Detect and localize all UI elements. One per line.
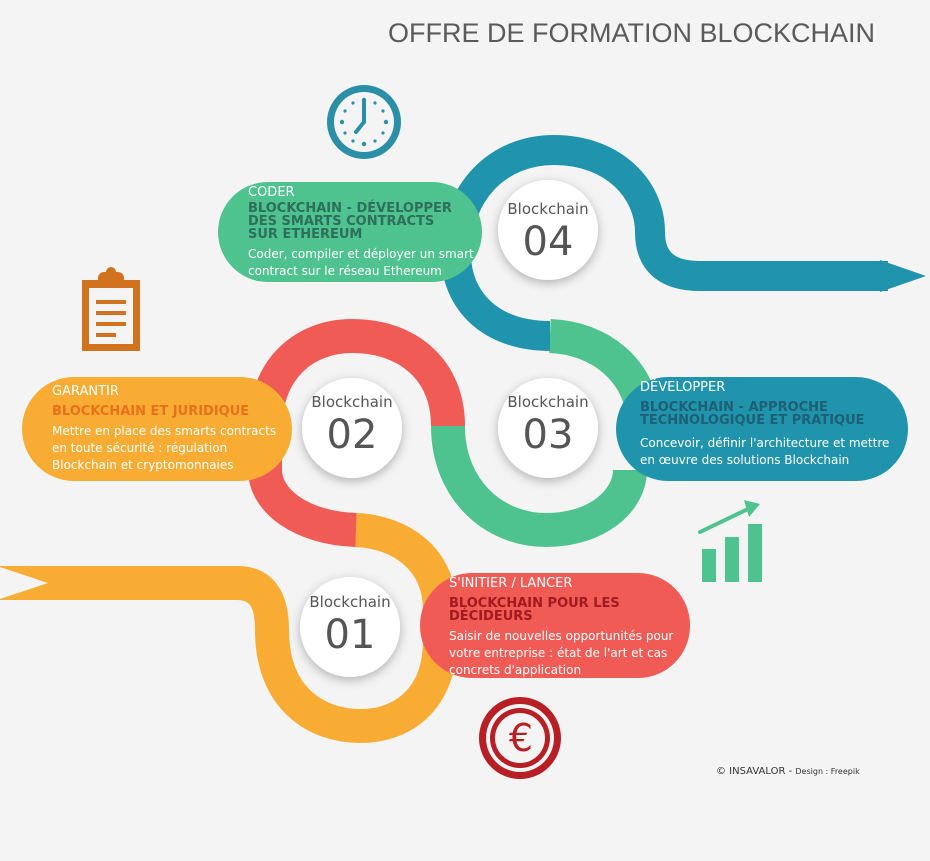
circle-number: 02 [326,412,378,458]
circle-number: 04 [522,219,574,265]
pill-step-02 [22,377,292,481]
circle-number: 01 [324,612,376,658]
credit-owner: © INSAVALOR [716,766,786,777]
circle-step-01 [300,577,400,677]
step-02-text: GARANTIR BLOCKCHAIN ET JURIDIQUE Mettre … [52,384,282,474]
step-description-line: contract sur le réseau Ethereum [248,264,442,278]
circle-label-01: Blockchain 01 [300,593,400,657]
circle-step-04 [498,180,598,280]
circle-caption: Blockchain [507,393,589,411]
circle-caption: Blockchain [507,200,589,218]
step-category: S'INITIER / LANCER [449,576,573,591]
step-heading-line: TECHNOLOGIQUE ET PRATIQUE [640,413,865,428]
circle-step-02 [302,378,402,478]
step-04-text: CODER BLOCKCHAIN - DÉVELOPPER DES SMARTS… [248,185,478,280]
circle-label-02: Blockchain 02 [302,393,402,457]
step-heading-line: BLOCKCHAIN POUR LES [449,596,620,611]
growth-chart-icon [698,500,762,582]
circle-step-03 [498,378,598,478]
circle-label-04: Blockchain 04 [498,200,598,264]
pill-step-01 [420,573,690,678]
step-03-text: DÉVELOPPER BLOCKCHAIN - APPROCHE TECHNOL… [640,380,902,469]
step-description-line: Mettre en place des smarts contracts [52,424,277,438]
circle-label-03: Blockchain 03 [498,393,598,457]
clipboard-icon [82,267,140,351]
step-heading-line: DÉCIDEURS [449,609,533,624]
page-title: OFFRE DE FORMATION BLOCKCHAIN [388,18,876,48]
circle-caption: Blockchain [309,593,391,611]
step-heading-line: BLOCKCHAIN - APPROCHE [640,400,828,415]
euro-icon: € [479,697,561,779]
svg-text:€: € [509,716,533,760]
circle-caption: Blockchain [311,393,393,411]
credit-line: © INSAVALOR - Design : Freepik [716,766,860,777]
step-description-line: Coder, compiler et déployer un smart [248,247,474,261]
step-description-line: votre entreprise : état de l'art et cas [449,646,668,660]
step-heading-line: DES SMARTS CONTRACTS [248,214,435,229]
step-description-line: Blockchain et cryptomonnaies [52,458,234,472]
circle-number: 03 [522,412,574,458]
step-heading-line: BLOCKCHAIN - DÉVELOPPER [248,201,452,216]
step-description-line: concrets d'application [449,663,582,677]
step-description-line: Saisir de nouvelles opportunités pour [449,629,674,643]
credit-separator: - [785,766,796,777]
step-description-line: Concevoir, définir l'architecture et met… [640,436,890,450]
step-description-line: en toute sécurité : régulation [52,441,228,455]
credit-design: Design : Freepik [795,767,860,776]
step-heading-line: BLOCKCHAIN ET JURIDIQUE [52,404,250,419]
step-heading-line: SUR ETHEREUM [248,227,363,242]
pill-step-03 [616,377,908,481]
pill-step-04 [218,182,482,282]
step-description-line: en œuvre des solutions Blockchain [640,453,850,467]
step-category: GARANTIR [52,384,119,399]
teal-path [440,134,926,351]
step-category: DÉVELOPPER [640,380,726,395]
step-01-text: S'INITIER / LANCER BLOCKCHAIN POUR LES D… [449,576,684,679]
step-category: CODER [248,185,295,200]
clock-icon [327,85,401,159]
